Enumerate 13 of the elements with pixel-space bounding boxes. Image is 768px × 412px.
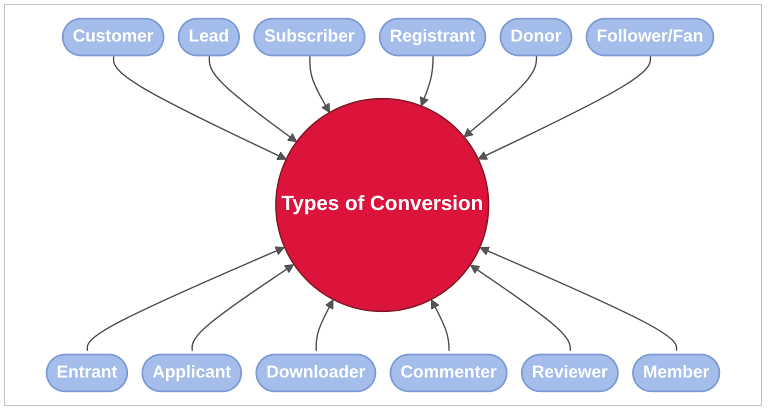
arrow [464, 56, 538, 138]
arrow [112, 56, 287, 160]
arrow [208, 56, 298, 142]
arrow [86, 246, 285, 351]
arrow [316, 299, 334, 351]
arrow [309, 56, 330, 114]
node-circle: Types of Conversion [275, 98, 490, 312]
arrow [480, 246, 678, 351]
arrow [470, 264, 571, 351]
arrow [191, 264, 294, 351]
arrow [420, 56, 434, 107]
arrow [478, 56, 652, 160]
arrow [430, 299, 450, 351]
